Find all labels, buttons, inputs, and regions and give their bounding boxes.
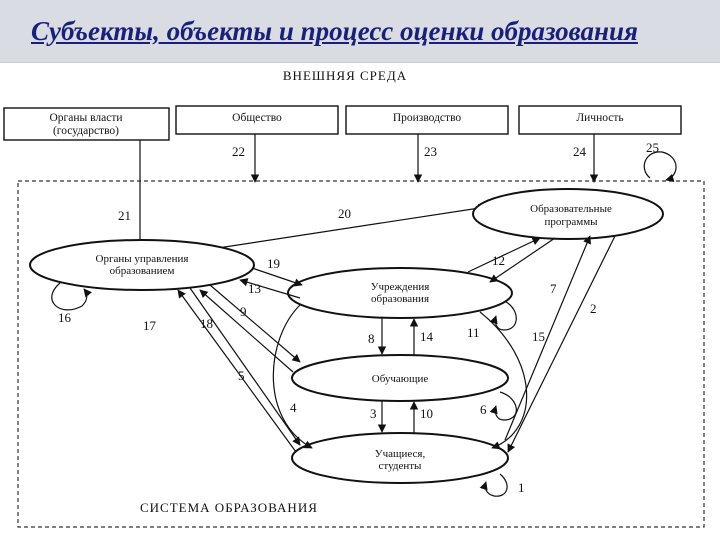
label-8: 8 bbox=[368, 331, 375, 346]
label-24: 24 bbox=[573, 144, 587, 159]
label-23: 23 bbox=[424, 144, 437, 159]
label-12: 12 bbox=[492, 253, 505, 268]
curve-11 bbox=[479, 311, 528, 450]
ellipse-programs: Образовательные программы bbox=[472, 188, 664, 240]
box-production: Производство bbox=[345, 105, 509, 135]
ellipse-institutions: Учреждения образования bbox=[287, 267, 513, 319]
loop-6 bbox=[489, 391, 517, 421]
label-15: 15 bbox=[532, 329, 545, 344]
loop-16 bbox=[51, 282, 93, 311]
arrow-9 bbox=[209, 284, 301, 363]
label-10: 10 bbox=[420, 406, 433, 421]
arrow-18 bbox=[199, 289, 294, 373]
label-11: 11 bbox=[467, 325, 480, 340]
students-line2: студенты bbox=[379, 460, 423, 472]
label-3: 3 bbox=[370, 406, 377, 421]
ellipse-students: Учащиеся, студенты bbox=[291, 432, 509, 484]
box-personality: Личность bbox=[518, 105, 682, 135]
label-7: 7 bbox=[550, 281, 557, 296]
external-environment-label: ВНЕШНЯЯ СРЕДА bbox=[283, 68, 407, 83]
label-2: 2 bbox=[590, 301, 597, 316]
arrow-13 bbox=[239, 278, 301, 299]
label-19: 19 bbox=[267, 256, 280, 271]
arrow-5 bbox=[189, 287, 301, 446]
arrow-17 bbox=[177, 289, 297, 453]
arrow-15 bbox=[504, 235, 591, 441]
label-18: 18 bbox=[200, 316, 213, 331]
system-boundary bbox=[17, 180, 705, 528]
box-production-label: Производство bbox=[393, 112, 462, 124]
label-4: 4 bbox=[290, 400, 297, 415]
loop-25 bbox=[643, 151, 677, 182]
label-1: 1 bbox=[518, 480, 525, 495]
label-9: 9 bbox=[240, 304, 247, 319]
label-17: 17 bbox=[143, 318, 157, 333]
arrow-12 bbox=[467, 237, 541, 273]
arrow-20 bbox=[204, 203, 487, 251]
label-13: 13 bbox=[248, 281, 261, 296]
label-25: 25 bbox=[646, 140, 659, 155]
label-16: 16 bbox=[58, 310, 72, 325]
loop-institutions bbox=[489, 301, 517, 331]
box-authorities-line2: (государство) bbox=[53, 125, 119, 137]
ellipse-teachers: Обучающие bbox=[291, 354, 509, 402]
arrow-7 bbox=[489, 237, 556, 283]
label-5: 5 bbox=[238, 368, 245, 383]
box-authorities: Органы власти (государство) bbox=[3, 107, 170, 141]
institutions-line2: образования bbox=[371, 293, 429, 305]
arrow-19 bbox=[251, 267, 303, 287]
box-personality-label: Личность bbox=[576, 112, 623, 124]
ellipse-management: Органы управления образованием bbox=[29, 239, 255, 291]
system-label: СИСТЕМА ОБРАЗОВАНИЯ bbox=[140, 500, 318, 515]
label-14: 14 bbox=[420, 329, 434, 344]
title-bar: Субъекты, объекты и процесс оценки образ… bbox=[0, 0, 720, 63]
management-line1: Органы управления bbox=[96, 253, 189, 265]
management-line2: образованием bbox=[110, 265, 175, 277]
label-22: 22 bbox=[232, 144, 245, 159]
label-21: 21 bbox=[118, 208, 131, 223]
institutions-line1: Учреждения bbox=[371, 281, 430, 293]
curve-4 bbox=[272, 304, 313, 449]
arrow-2 bbox=[507, 235, 616, 453]
box-society: Общество bbox=[175, 105, 339, 135]
slide-title: Субъекты, объекты и процесс оценки образ… bbox=[31, 16, 638, 46]
label-6: 6 bbox=[480, 402, 487, 417]
students-line1: Учащиеся, bbox=[375, 448, 426, 460]
loop-1 bbox=[479, 473, 508, 497]
label-20: 20 bbox=[338, 206, 351, 221]
teachers-label: Обучающие bbox=[372, 373, 429, 385]
programs-line1: Образовательные bbox=[530, 203, 612, 215]
programs-line2: программы bbox=[544, 216, 598, 228]
box-authorities-line1: Органы власти bbox=[49, 112, 122, 124]
box-society-label: Общество bbox=[232, 112, 282, 124]
